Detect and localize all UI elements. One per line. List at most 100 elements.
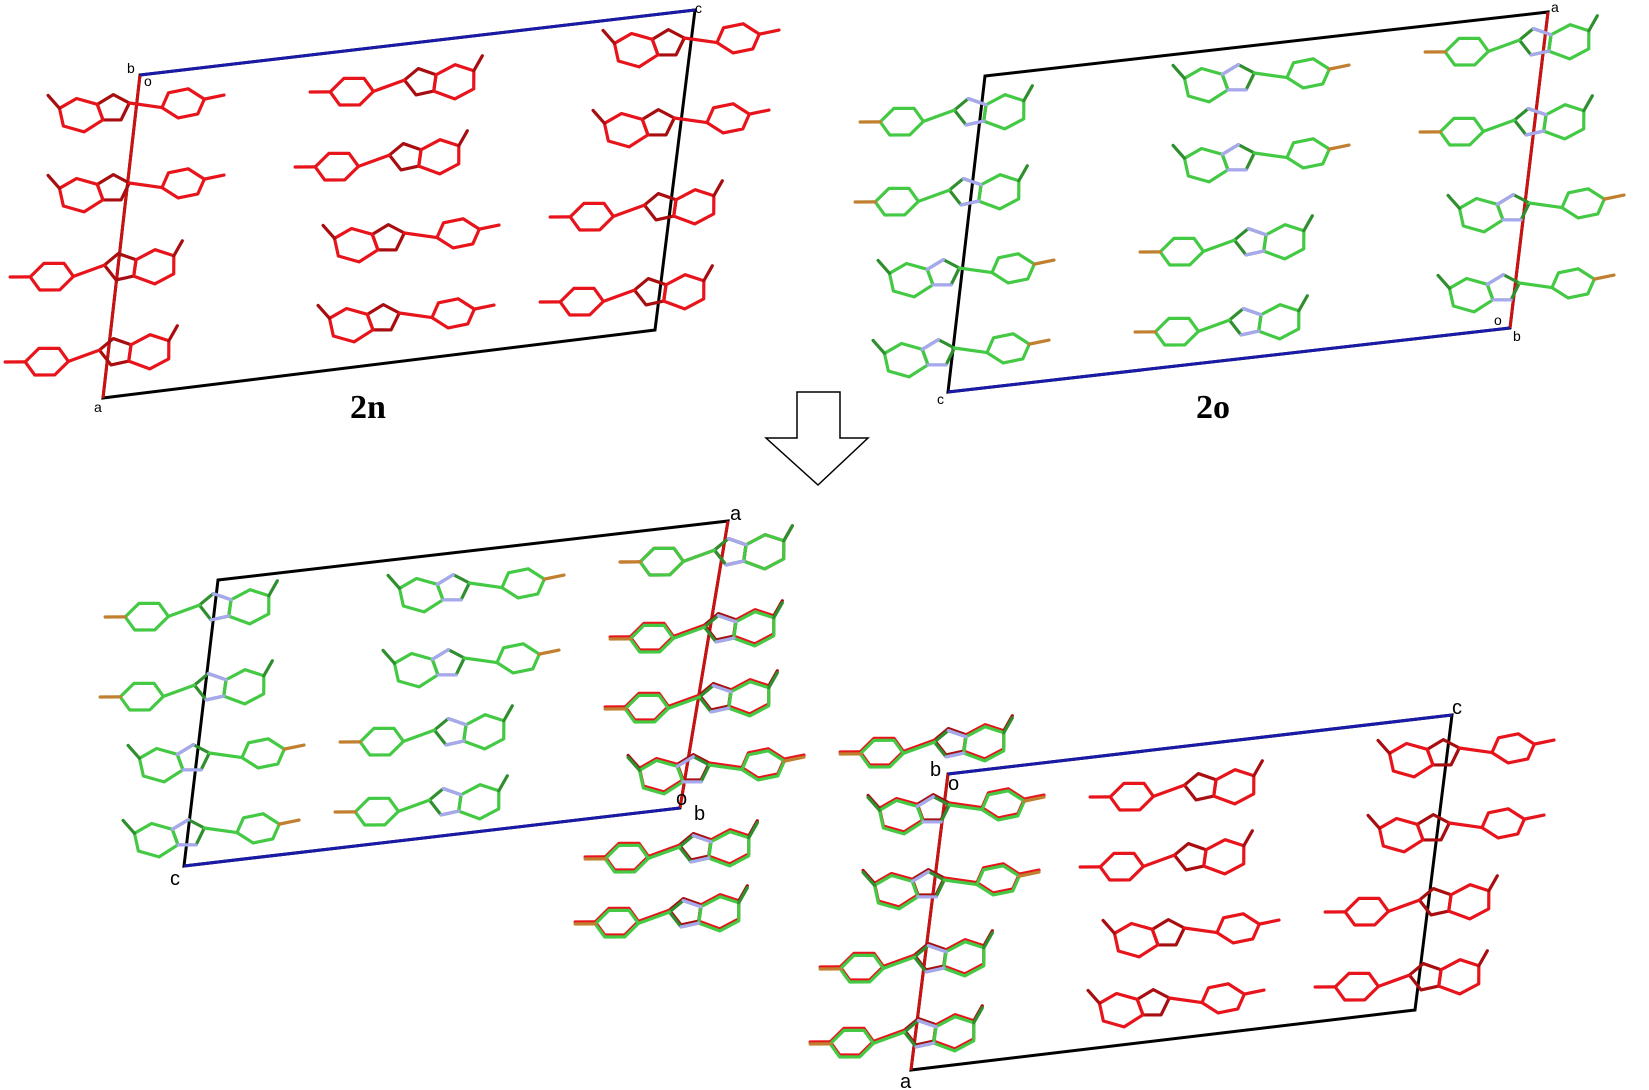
molecule [103, 579, 279, 632]
bond [441, 598, 463, 602]
bond [914, 1041, 936, 1049]
bond [98, 695, 122, 699]
ring [742, 533, 786, 571]
bond [926, 363, 948, 367]
ring [1443, 36, 1491, 67]
panel-overlay-left: a o b c [98, 503, 806, 939]
bond [709, 706, 731, 714]
panel-overlay-right: b o c a [808, 697, 1556, 1090]
ring [638, 546, 686, 577]
bond [46, 173, 62, 190]
bond [1196, 318, 1232, 333]
bond [1531, 26, 1553, 37]
bond [782, 755, 806, 763]
molecule [381, 642, 561, 689]
bond [441, 786, 463, 797]
bond [921, 108, 957, 123]
bond [1487, 874, 1499, 893]
axis-label-a: a [730, 503, 742, 525]
axis-a-2n [101, 74, 142, 399]
molecule [126, 737, 306, 784]
ring [327, 306, 375, 344]
ring [558, 286, 606, 317]
bond [282, 743, 306, 751]
bond [611, 203, 647, 218]
bond [202, 826, 239, 835]
molecule [866, 789, 1046, 836]
ring [985, 332, 1031, 365]
ring [23, 346, 71, 377]
bond [1423, 50, 1447, 54]
bond [838, 752, 862, 756]
bond [308, 90, 332, 94]
bond [591, 108, 607, 125]
bond [435, 573, 455, 586]
bond [396, 798, 432, 813]
bond [972, 1006, 984, 1025]
bond [818, 967, 842, 971]
ring [235, 812, 281, 845]
bond [71, 263, 107, 278]
bond [127, 181, 164, 190]
bond [672, 116, 709, 125]
bond [711, 683, 733, 694]
molecule [1101, 912, 1281, 959]
bond [1257, 918, 1281, 926]
bond [262, 659, 274, 678]
molecule [858, 84, 1034, 137]
bond [782, 524, 794, 543]
ring [1547, 23, 1591, 61]
bond [964, 119, 986, 127]
ring [500, 567, 546, 600]
bond [910, 870, 930, 883]
bond [502, 704, 514, 723]
bond [966, 96, 988, 107]
bond [618, 560, 642, 564]
ring [1438, 116, 1486, 147]
bond [716, 613, 738, 624]
bond [961, 176, 983, 187]
bond [1022, 795, 1046, 803]
bond [3, 360, 27, 364]
panel-title-2n: 2n [350, 389, 386, 426]
bond [121, 818, 137, 835]
bond [608, 637, 632, 641]
bond [1501, 218, 1523, 222]
bond [8, 275, 32, 279]
molecule [548, 179, 724, 232]
axis-label-a: a [94, 399, 102, 415]
bond [1327, 143, 1351, 151]
bond [202, 93, 226, 101]
ring [1457, 196, 1505, 234]
axis-label-b: b [127, 60, 135, 76]
bond [170, 818, 190, 831]
bond [1141, 853, 1177, 868]
bond [682, 36, 719, 45]
bond [167, 324, 179, 343]
molecule [3, 324, 179, 377]
bond [689, 856, 711, 864]
bond [671, 625, 707, 640]
bond [1151, 783, 1187, 798]
ring [57, 176, 105, 214]
ring [435, 217, 481, 250]
bond [671, 623, 707, 638]
ring [1377, 816, 1425, 854]
bond [1527, 201, 1564, 210]
molecule [338, 704, 514, 757]
bond [209, 614, 231, 622]
ring [222, 668, 266, 706]
bond [1418, 130, 1442, 134]
ring [457, 783, 501, 821]
bond [1242, 988, 1266, 996]
bond [772, 601, 784, 620]
ring [495, 642, 541, 675]
bond [1327, 63, 1351, 71]
bond [293, 165, 317, 169]
axis-label-o: o [144, 73, 152, 89]
panel-title-2o: 2o [1196, 389, 1230, 426]
ring [57, 96, 105, 134]
molecule [98, 659, 274, 712]
bond [944, 751, 966, 759]
bond [1017, 870, 1041, 878]
